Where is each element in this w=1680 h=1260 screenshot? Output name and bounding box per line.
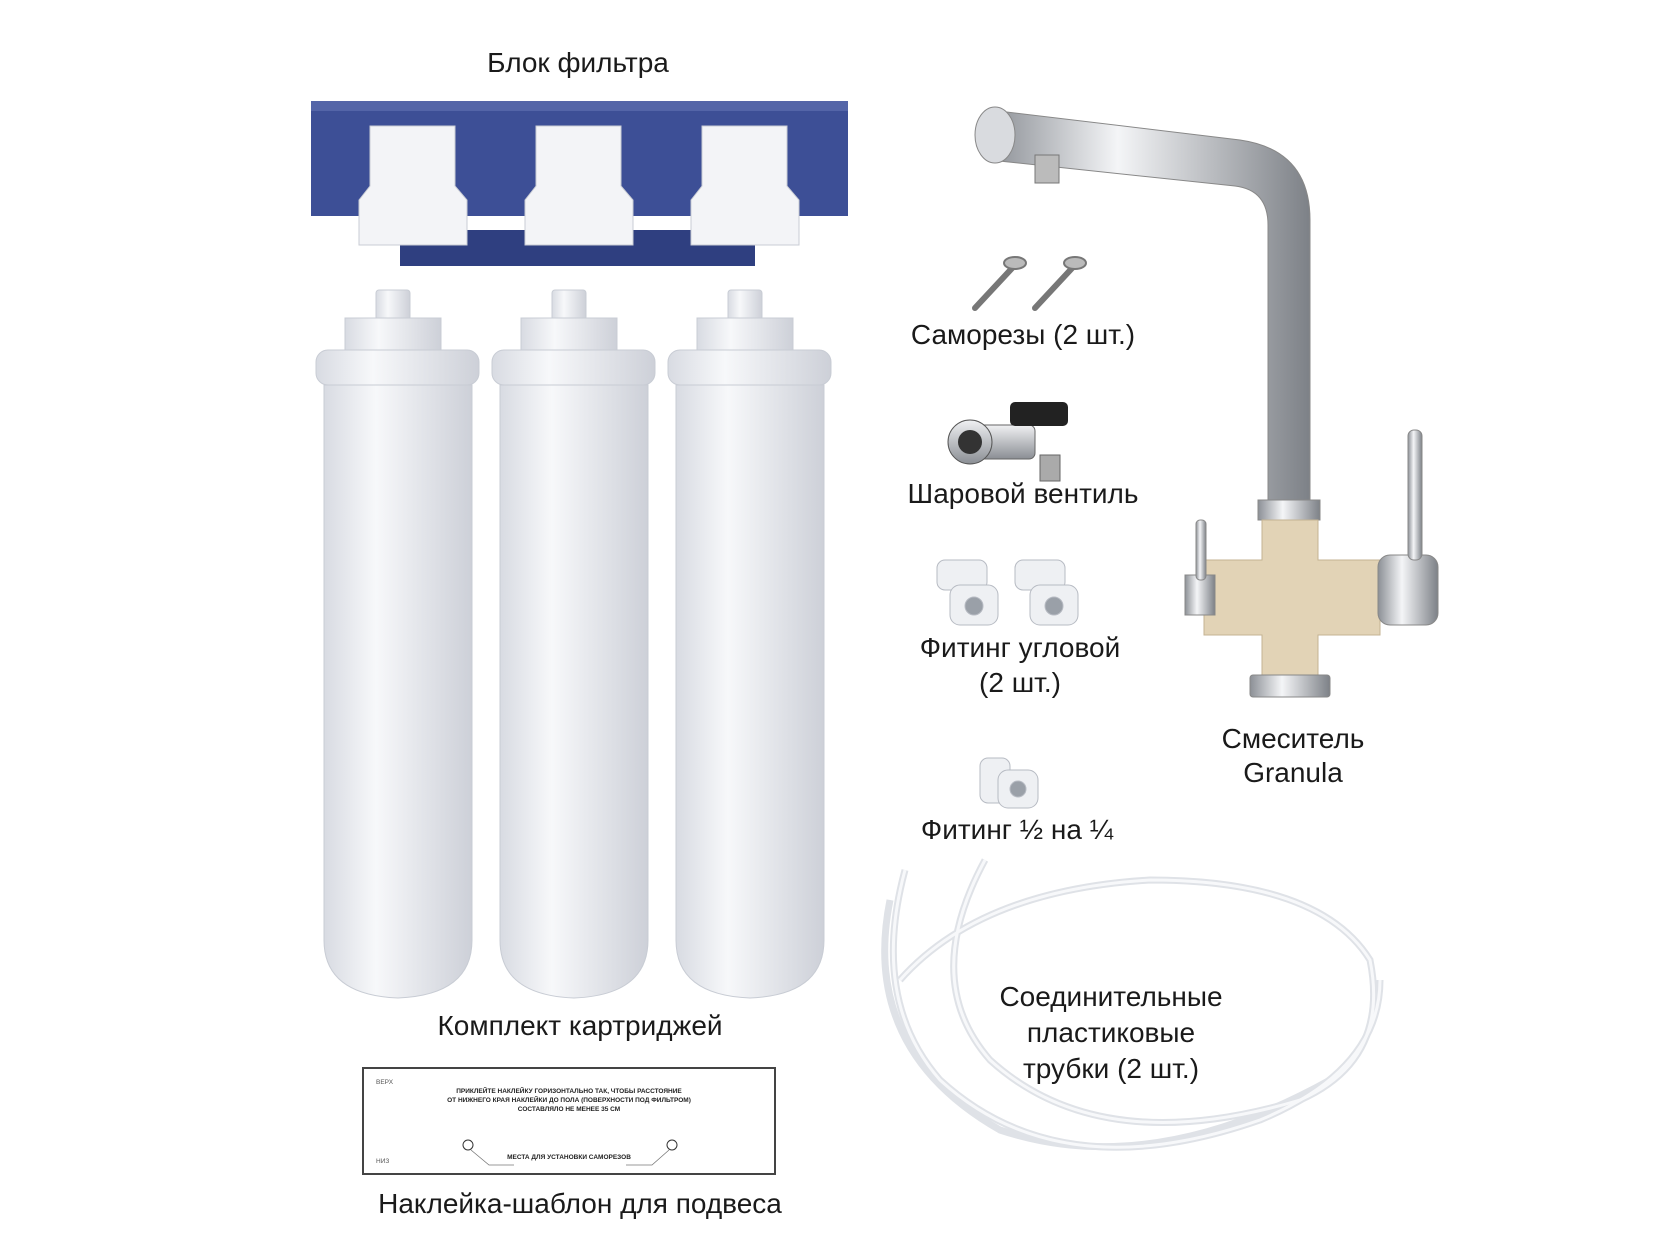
sticker-label: Наклейка-шаблон для подвеса [378,1188,782,1219]
angle-fitting-label-1: Фитинг угловой [919,632,1121,663]
tubes-label-3: трубки (2 шт.) [1022,1053,1200,1084]
sticker-line-3: СОСТАВЛЯЛО НЕ МЕНЕЕ 35 СМ [517,1106,621,1113]
filter-block-label: Блок фильтра [487,47,669,78]
angle-fittings-image [936,559,1079,626]
sticker-instruction: ПРИКЛЕЙТЕ НАКЛЕЙКУ ГОРИЗОНТАЛЬНО ТАК, ЧТ… [424,1087,714,1114]
straight-fitting-image [979,757,1039,809]
screws-label: Саморезы (2 шт.) [910,319,1136,350]
mixer-label-2: Granula [1243,757,1343,788]
mounting-sticker-template: ВЕРХ ПРИКЛЕЙТЕ НАКЛЕЙКУ ГОРИЗОНТАЛЬНО ТА… [362,1067,776,1175]
straight-fitting-label: Фитинг ½ на ¼ [920,814,1114,845]
screw-hole-markers [462,1139,678,1166]
angle-fitting-label-2: (2 шт.) [979,667,1061,698]
filter-block-image [311,101,848,266]
tubes-label-1: Соединительные [999,981,1223,1012]
cartridges-image [315,289,832,999]
tubes-label-2: пластиковые [1026,1017,1196,1048]
cartridges-label: Комплект картриджей [437,1010,723,1041]
mixer-label-1: Смеситель [1221,723,1365,754]
ball-valve-image [947,402,1068,482]
sticker-line-1: ПРИКЛЕЙТЕ НАКЛЕЙКУ ГОРИЗОНТАЛЬНО ТАК, ЧТ… [456,1088,682,1095]
ball-valve-label: Шаровой вентиль [907,478,1139,509]
screws-image [972,256,1087,311]
faucet-image [974,106,1439,698]
sticker-bottom-mark: НИЗ [376,1158,390,1165]
sticker-line-2: ОТ НИЖНЕГО КРАЯ НАКЛЕЙКИ ДО ПОЛА (ПОВЕРХ… [447,1097,691,1104]
sticker-top-mark: ВЕРХ [376,1079,394,1086]
sticker-screw-places: МЕСТА ДЛЯ УСТАНОВКИ САМОРЕЗОВ [507,1154,631,1161]
